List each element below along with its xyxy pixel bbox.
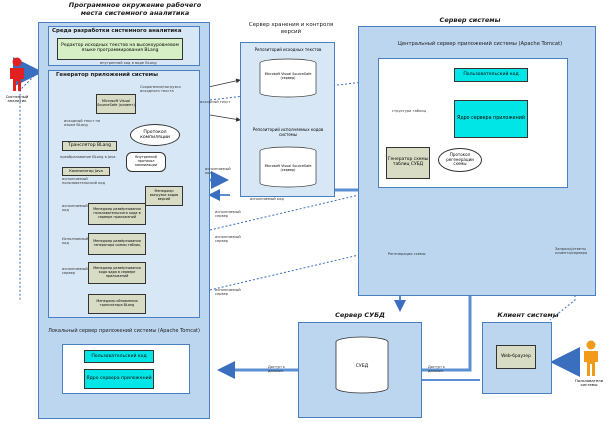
flow-label-client-server: Запросы/ответы клиента/сервера <box>555 247 588 255</box>
repo-src-label: Репозиторий исходных текстов <box>254 47 322 52</box>
repo-src-db-icon <box>259 58 317 98</box>
interim-protocol-oval: Внутренний протокол компиляции <box>126 152 166 172</box>
flow-label-internal-code: внутренний код в виде BLang <box>100 61 157 65</box>
central-app-core-box: Ядро сервера приложений <box>454 100 528 138</box>
user-actor-icon <box>584 340 598 376</box>
repo-exec-db-icon <box>259 146 317 188</box>
java-compiler-box: Компилятор Java <box>62 167 110 176</box>
flow-label-exec-code-b: исполняемый код <box>250 197 284 201</box>
mgr-schema-gen-box: Менеджер развёртывания генератора схемы … <box>88 233 146 255</box>
flow-label-exec-server-b: исполняемый сервер <box>215 235 241 243</box>
system-server-title: Сервер системы <box>439 16 501 24</box>
vss-client-box: Microsoft Visual SourceSafe (клиент) <box>96 94 136 114</box>
analyst-actor-icon <box>10 57 24 91</box>
local-app-core-box: Ядро сервера приложений <box>84 369 154 389</box>
flow-label-exec-code-d: Исполняемый код <box>62 237 89 245</box>
dbms-db-icon <box>335 336 389 394</box>
flow-label-exec-code-a: исполняемый код <box>205 167 231 175</box>
source-editor: Редактор исходных текстов на высокоуровн… <box>57 38 183 60</box>
version-unpack-box: Менеджер выгрузки кодов версий <box>145 186 183 206</box>
flow-label-source: исходный текст <box>200 100 231 104</box>
local-server-title: Локальный сервер приложений системы (Apa… <box>48 328 200 334</box>
repo-exec-db-label: Microsoft Visual SourceSafe (сервер) <box>264 164 312 172</box>
translator-box: Транслятор BLang <box>62 141 117 151</box>
ide-header: Среда разработки системного аналитика <box>52 28 182 34</box>
flow-label-data-access-a: Доступ к данным <box>268 365 285 373</box>
dbms-db-label: СУБД <box>355 364 369 369</box>
repo-exec-label: Репозиторий исполняемых кодов системы <box>252 127 324 137</box>
repo-src-db-label: Microsoft Visual SourceSafe (сервер) <box>264 72 312 80</box>
users-label: Пользователи системы <box>574 378 604 388</box>
mgr-app-code-box: Менеджер развёртывания пользовательского… <box>88 203 146 225</box>
client-region <box>482 322 552 394</box>
left-region-title: Программное окружение рабочего места сис… <box>68 1 202 17</box>
web-browser-box: Web-браузер <box>496 345 536 369</box>
mgr-core-box: Менеджер развёртывания кода ядра в серве… <box>88 262 146 284</box>
flow-label-blang-source: исходный текст на языке BLang <box>64 119 101 127</box>
storage-title: Сервер хранения и контроля версий <box>248 22 334 35</box>
analyst-label: Системный аналитик <box>5 94 29 104</box>
flow-label-save-load: Сохранение/загрузка исходного текста <box>140 85 181 93</box>
flow-label-exec-server-a: исполняемый сервер <box>215 210 241 218</box>
schema-generator-box: Генератор схемы таблиц СУБД <box>386 147 430 179</box>
flow-label-exec-code-c: исполняемый код <box>62 204 88 212</box>
flow-label-exec-server-d: исполняемый сервер <box>62 267 88 275</box>
central-user-code-box: Пользовательский код <box>454 68 528 82</box>
flow-label-exec-server-c: исполняемый сервер <box>215 288 241 296</box>
flow-label-exec-user-code: исполняемый пользовательский код <box>62 177 105 185</box>
flow-label-regen: Регенерация схемы <box>388 252 426 256</box>
generator-header: Генератор приложений системы <box>56 72 158 78</box>
client-title: Клиент системы <box>497 311 559 319</box>
flow-label-blang-java: преобразование BLang в Java <box>60 155 116 159</box>
local-user-code-box: Пользовательский код <box>84 350 154 363</box>
flow-label-data-access-b: Доступ к данным <box>428 365 445 373</box>
central-server-title: Центральный сервер приложений системы (A… <box>397 41 563 47</box>
flow-label-table-structure: структура таблиц <box>392 109 427 113</box>
regen-protocol-oval: Протокол регенерации схемы <box>438 148 482 172</box>
dbms-title: Сервер СУБД <box>335 311 385 319</box>
compile-protocol-oval: Протокол компиляции <box>130 124 180 146</box>
mgr-translator-box: Менеджер обновления транслятора BLang <box>88 294 146 314</box>
